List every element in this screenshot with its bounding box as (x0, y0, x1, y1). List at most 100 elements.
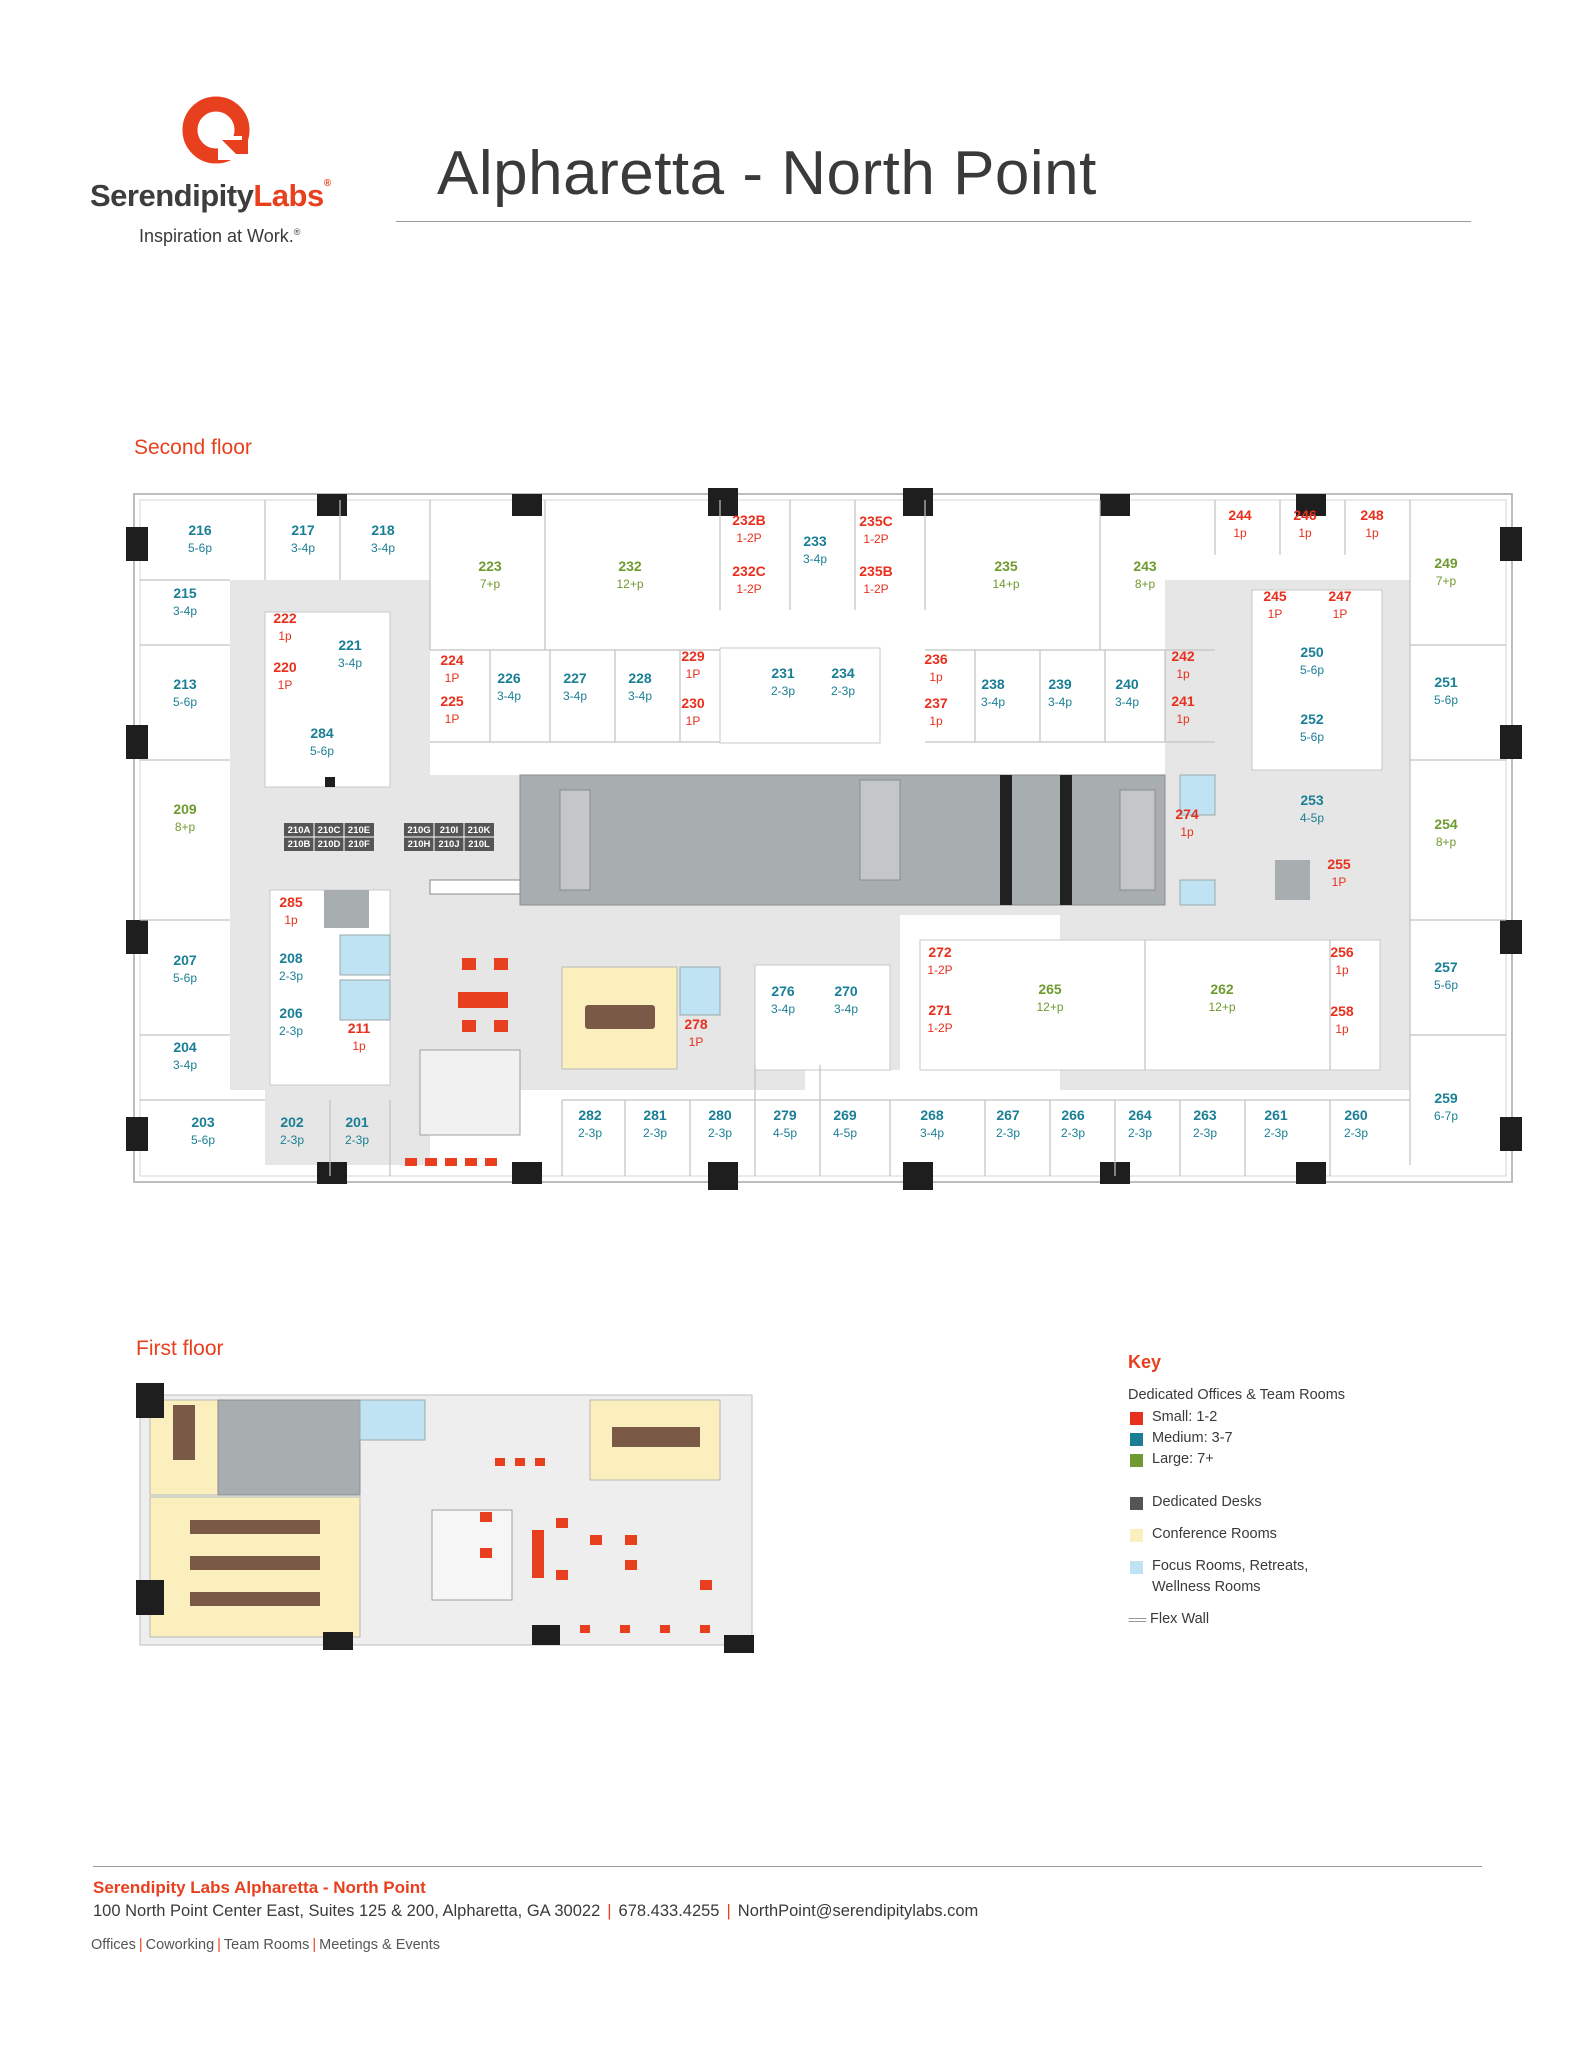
first-floor-lounge-seating (480, 1458, 712, 1633)
room-number-227: 227 (563, 670, 587, 686)
room-number-225: 225 (440, 693, 464, 709)
footer-separator: | (138, 1937, 143, 1953)
room-number-252: 252 (1300, 711, 1324, 727)
legend-section-label: Dedicated Offices & Team Rooms (1128, 1387, 1346, 1403)
room-capacity-267: 2-3p (996, 1126, 1020, 1140)
desk-label-210b: 210B (288, 839, 311, 850)
room-capacity-274: 1p (1180, 825, 1194, 839)
room-number-264: 264 (1128, 1107, 1152, 1123)
desk-label-210i: 210I (440, 825, 459, 836)
training-tables (190, 1520, 320, 1606)
legend-label-small: Small: 1-2 (1152, 1409, 1218, 1425)
desk-label-210e: 210E (348, 825, 370, 836)
room-capacity-245: 1P (1268, 607, 1283, 621)
room-number-260: 260 (1344, 1107, 1368, 1123)
room-capacity-280: 2-3p (708, 1126, 732, 1140)
core-stair-east (1119, 789, 1156, 891)
room-number-271: 271 (928, 1002, 952, 1018)
room-number-217: 217 (291, 522, 315, 538)
building-core (519, 774, 1166, 906)
room-capacity-268: 3-4p (920, 1126, 944, 1140)
room-number-268: 268 (920, 1107, 944, 1123)
room-number-236: 236 (924, 651, 948, 667)
room-number-254: 254 (1434, 816, 1458, 832)
room-capacity-239: 3-4p (1048, 695, 1072, 709)
room-capacity-256: 1p (1335, 963, 1349, 977)
room-number-206: 206 (279, 1005, 303, 1021)
legend-label-flex-wall: Flex Wall (1150, 1611, 1210, 1627)
legend-flex-wall-icon: === (1128, 1613, 1147, 1627)
office-block-northwest (264, 611, 391, 788)
second-floor-inner-outline (139, 499, 1507, 1177)
legend-label-large: Large: 7+ (1152, 1451, 1214, 1467)
room-number-233: 233 (803, 533, 827, 549)
desk-label-210c: 210C (318, 825, 341, 836)
footer-email[interactable]: NorthPoint@serendipitylabs.com (737, 1902, 979, 1920)
room-number-267: 267 (996, 1107, 1020, 1123)
room-capacity-235c: 1-2P (863, 532, 888, 546)
first-floor-plan (136, 1383, 754, 1653)
room-number-261: 261 (1264, 1107, 1288, 1123)
room-capacity-240: 3-4p (1115, 695, 1139, 709)
legend-swatch-medium (1130, 1433, 1143, 1446)
room-number-270: 270 (834, 983, 858, 999)
room-capacity-208: 2-3p (279, 969, 303, 983)
desk-label-210d: 210D (318, 839, 341, 850)
room-capacity-253: 4-5p (1300, 811, 1324, 825)
room-capacity-251: 5-6p (1434, 693, 1458, 707)
desk-label-210g: 210G (407, 825, 430, 836)
room-number-239: 239 (1048, 676, 1072, 692)
lounge-chair (462, 958, 476, 970)
room-capacity-244: 1p (1233, 526, 1247, 540)
footer-service-coworking: Coworking (145, 1937, 215, 1953)
room-capacity-232: 12+p (616, 577, 643, 591)
room-number-235c: 235C (859, 513, 892, 529)
room-number-285: 285 (279, 894, 303, 910)
room-number-256: 256 (1330, 944, 1354, 960)
focus-room-1 (339, 934, 391, 976)
room-number-229: 229 (681, 648, 705, 664)
room-number-207: 207 (173, 952, 197, 968)
room-partitions (140, 500, 1506, 1176)
room-number-263: 263 (1193, 1107, 1217, 1123)
west-stair (419, 1049, 521, 1136)
room-capacity-271: 1-2P (927, 1021, 952, 1035)
room-number-262: 262 (1210, 981, 1234, 997)
legend-item-medium: Medium: 3-7 (1128, 1430, 1448, 1451)
room-capacity-204: 3-4p (173, 1058, 197, 1072)
room-capacity-258: 1p (1335, 1022, 1349, 1036)
room-number-234: 234 (831, 665, 855, 681)
room-number-235: 235 (994, 558, 1018, 574)
legend-item-focus: Focus Rooms, Retreats, (1128, 1558, 1448, 1579)
room-number-281: 281 (643, 1107, 667, 1123)
room-number-209: 209 (173, 801, 197, 817)
room-capacity-249: 7+p (1436, 574, 1457, 588)
room-capacity-216: 5-6p (188, 541, 212, 555)
room-capacity-262: 12+p (1208, 1000, 1235, 1014)
room-capacity-263: 2-3p (1193, 1126, 1217, 1140)
room-number-221: 221 (338, 637, 362, 653)
footer-phone[interactable]: 678.433.4255 (618, 1902, 720, 1920)
lounge-chair (494, 1020, 508, 1032)
legend-swatch-desks (1130, 1497, 1143, 1510)
room-capacity-266: 2-3p (1061, 1126, 1085, 1140)
desk-label-210a: 210A (288, 825, 311, 836)
room-capacity-261: 2-3p (1264, 1126, 1288, 1140)
footer-separator: | (607, 1902, 612, 1920)
brand-tagline-text: Inspiration at Work. (139, 226, 294, 246)
first-floor-lounge-sofa (532, 1530, 544, 1578)
title-divider (396, 221, 1471, 222)
office-block-east (1251, 589, 1383, 771)
lounge-sofa (458, 992, 508, 1008)
first-floor-label: First floor (136, 1337, 224, 1360)
room-number-253: 253 (1300, 792, 1324, 808)
legend-item-conference: Conference Rooms (1128, 1526, 1448, 1558)
room-capacity-250: 5-6p (1300, 663, 1324, 677)
room-capacity-222: 1p (278, 629, 292, 643)
room-number-201: 201 (345, 1114, 369, 1130)
first-floor-columns (136, 1383, 754, 1653)
legend-label-medium: Medium: 3-7 (1152, 1430, 1233, 1446)
room-capacity-284: 5-6p (310, 744, 334, 758)
room-capacity-285: 1p (284, 913, 298, 927)
footer-location-name: Serendipity Labs Alpharetta - North Poin… (93, 1878, 426, 1897)
